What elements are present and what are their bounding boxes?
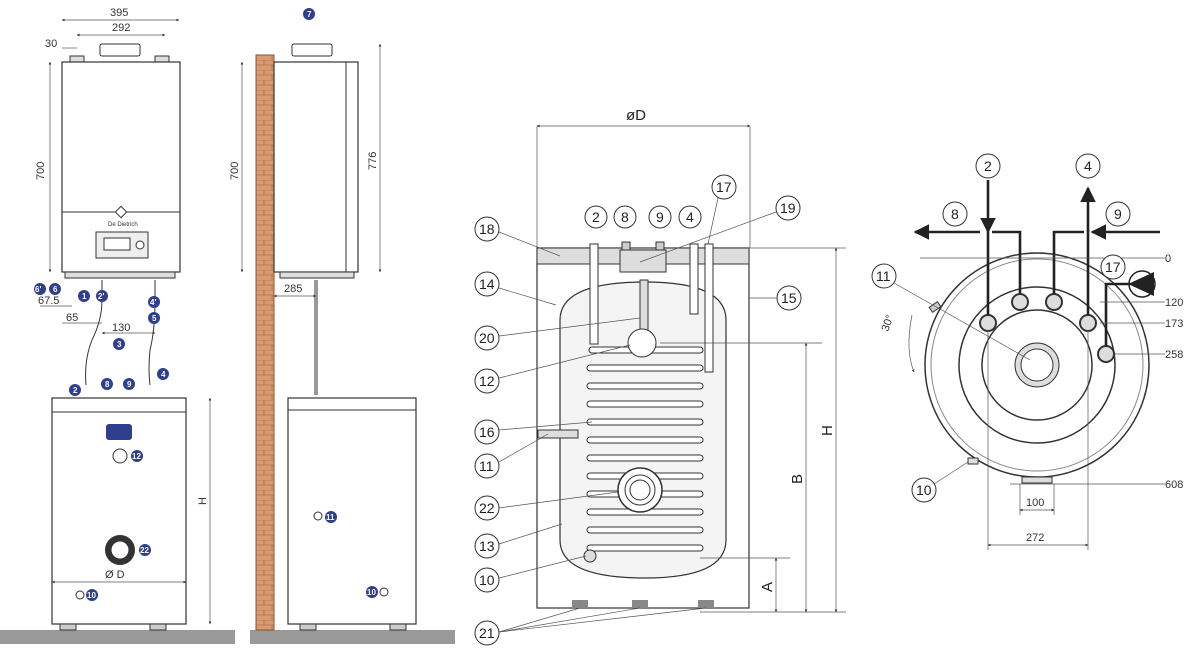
- dim4-608: 608: [1165, 479, 1183, 491]
- callout-12: 12: [479, 373, 495, 389]
- dim-h: H: [197, 497, 209, 505]
- dim-width: 395: [110, 7, 128, 19]
- view3-section: øD H B: [536, 107, 846, 613]
- tank-side: [287, 397, 417, 625]
- callout-10: 10: [479, 572, 495, 588]
- callout-18: 18: [479, 221, 495, 237]
- view3-callouts: 2 8 9 4 17 19 18 14 15 20 12 16 11 22 13…: [474, 174, 802, 646]
- dim3-a: A: [759, 582, 776, 592]
- callout-20: 20: [479, 330, 495, 346]
- dim-65: 65: [66, 312, 78, 324]
- badge-3: 3: [117, 340, 122, 349]
- dim3-h: H: [819, 425, 836, 436]
- callout-11: 11: [479, 458, 494, 474]
- callout-19: 19: [780, 200, 796, 216]
- ground: [0, 630, 235, 644]
- badge-11: 11: [326, 513, 335, 522]
- dim4-120: 120: [1165, 297, 1183, 309]
- badge-10b: 10: [367, 588, 376, 597]
- top-callouts: 2 8 9 4: [584, 205, 702, 229]
- dim4-angle: 30°: [880, 313, 897, 333]
- callout-top-4: 4: [686, 209, 694, 225]
- brick-wall: [255, 54, 275, 631]
- dim4-173: 173: [1165, 318, 1183, 330]
- dim-130: 130: [112, 322, 130, 334]
- dim4-100: 100: [1026, 497, 1044, 509]
- ground-2: [250, 630, 455, 644]
- badge-7: 7: [307, 10, 312, 19]
- dim2-total: 776: [367, 152, 379, 170]
- callout-17: 17: [716, 179, 732, 195]
- dim4-0: 0: [1165, 253, 1171, 265]
- dim4-258: 258: [1165, 349, 1183, 361]
- dim-height: 700: [35, 162, 47, 180]
- badge-6p: 6': [35, 285, 41, 294]
- dim3-diameter: øD: [626, 107, 646, 124]
- dim4-272: 272: [1026, 532, 1044, 544]
- badge-8: 8: [105, 380, 110, 389]
- inner-vessel: [559, 281, 727, 579]
- dim-inner: 292: [112, 22, 130, 34]
- badge-4p: 4': [150, 298, 156, 307]
- callout-top-8: 8: [621, 209, 629, 225]
- dim2-height: 700: [229, 162, 241, 180]
- badge-10: 10: [87, 591, 96, 600]
- callout-22: 22: [479, 500, 495, 516]
- view1-badges: 6' 6 1 2' 3 4' 5 2 8 9 4 12 22 10: [34, 283, 169, 601]
- badge-12: 12: [132, 452, 141, 461]
- v4-callout-8: 8: [951, 206, 959, 222]
- badge-22: 22: [140, 546, 149, 555]
- boiler-side: [273, 61, 359, 273]
- callout-13: 13: [479, 538, 495, 554]
- callout-21: 21: [479, 625, 495, 641]
- badge-2: 2: [73, 386, 78, 395]
- badge-9: 9: [127, 380, 132, 389]
- view1-front: 395 292 30 De Dietrich 700 67.5 65 130: [0, 7, 235, 644]
- callout-16: 16: [479, 424, 495, 440]
- callout-top-2: 2: [592, 209, 600, 225]
- view2-side: 700 776 285 7 11 10: [229, 8, 455, 644]
- v4-callout-4: 4: [1084, 158, 1092, 174]
- view4-top: 0 120 173 258 608 100 272 30°: [880, 180, 1183, 550]
- badge-2p: 2': [98, 292, 104, 301]
- dim-od: Ø D: [105, 569, 125, 581]
- v4-callout-11: 11: [876, 268, 891, 284]
- dim3-b: B: [789, 474, 806, 484]
- dim2-285: 285: [284, 283, 302, 295]
- v4-callout-10: 10: [916, 482, 932, 498]
- v4-callout-2: 2: [984, 158, 992, 174]
- dim-67-5: 67.5: [38, 295, 59, 307]
- badge-5: 5: [152, 314, 157, 323]
- badge-1: 1: [82, 292, 87, 301]
- v4-callout-17: 17: [1105, 259, 1121, 275]
- dim-offset: 30: [45, 38, 57, 50]
- badge-6: 6: [53, 285, 58, 294]
- callout-top-9: 9: [656, 209, 664, 225]
- brand-logo: De Dietrich: [108, 222, 138, 228]
- badge-4: 4: [161, 370, 166, 379]
- callout-14: 14: [479, 276, 495, 292]
- view4-callouts: 2 4 8 9 11 17 10: [871, 153, 1131, 503]
- callout-15: 15: [781, 290, 797, 306]
- v4-callout-9: 9: [1114, 206, 1122, 222]
